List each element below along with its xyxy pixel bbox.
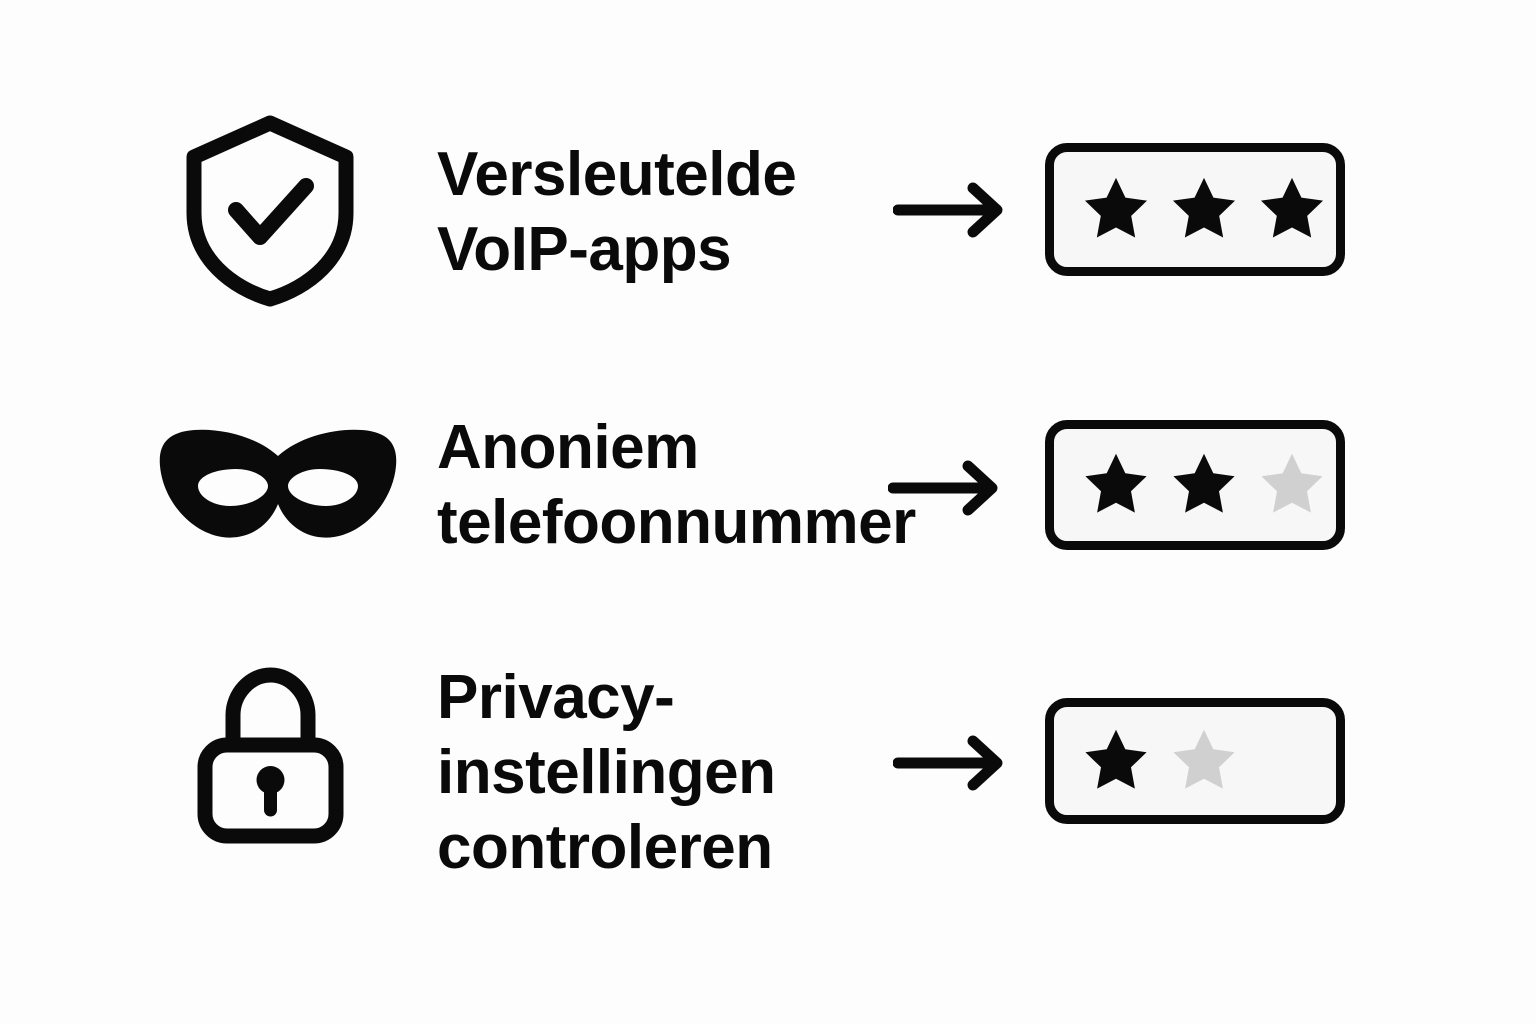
anonymous-mask-icon (158, 428, 398, 540)
star-filled (1173, 453, 1235, 513)
arrow-right-icon-2 (888, 460, 1003, 516)
star-empty (1173, 729, 1235, 789)
arrow-right-icon-1 (893, 182, 1008, 238)
row-label-2: Anoniem telefoonnummer (437, 413, 916, 557)
padlock-icon (193, 663, 348, 848)
arrow-right-icon-3 (893, 735, 1008, 791)
rating-box-1 (1045, 143, 1345, 276)
star-filled (1172, 177, 1236, 238)
star-filled (1260, 177, 1324, 238)
rating-box-2 (1045, 420, 1345, 550)
star-filled (1085, 453, 1147, 513)
row-label-3: Privacy- instellingen controleren (437, 663, 776, 882)
star-filled (1084, 177, 1148, 238)
star-filled (1085, 729, 1147, 789)
row-label-1: Versleutelde VoIP-apps (437, 140, 797, 284)
star-empty (1261, 453, 1323, 513)
shield-check-icon (180, 113, 360, 308)
rating-box-3 (1045, 698, 1345, 824)
